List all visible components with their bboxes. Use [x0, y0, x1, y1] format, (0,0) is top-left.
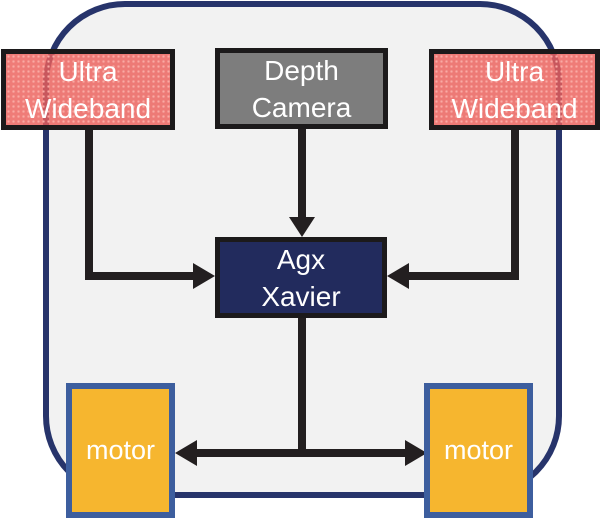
node-motor-left-label: motor	[85, 435, 156, 465]
node-ultra-wideband-left-label-line2: Wideband	[24, 92, 152, 124]
edge-uwb-right-vertical-line	[511, 128, 519, 280]
edge-uwb-right-arrowhead-icon	[387, 263, 409, 289]
edge-uwb-left-arrowhead-icon	[193, 263, 215, 289]
node-motor-right-label: motor	[443, 435, 514, 465]
edge-agx-to-motors-vertical-line	[298, 316, 306, 457]
node-agx-xavier: Agx Xavier	[215, 237, 387, 318]
edge-agx-to-motors-horizontal-line	[197, 449, 405, 457]
edge-depth-camera-vertical-line	[298, 126, 306, 219]
edge-motor-right-arrowhead-icon	[405, 440, 427, 466]
edge-motor-left-arrowhead-icon	[175, 440, 197, 466]
edge-uwb-left-horizontal-line	[85, 272, 195, 280]
node-ultra-wideband-right: Ultra Wideband	[429, 49, 600, 130]
node-depth-camera: Depth Camera	[215, 48, 388, 129]
node-ultra-wideband-left-label-line1: Ultra	[58, 55, 118, 87]
node-ultra-wideband-right-label-line2: Wideband	[451, 92, 578, 124]
node-motor-right: motor	[424, 383, 533, 518]
node-ultra-wideband-left: Ultra Wideband	[1, 49, 175, 130]
edge-uwb-right-horizontal-line	[407, 272, 519, 280]
node-ultra-wideband-right-label-line1: Ultra	[484, 55, 545, 87]
node-depth-camera-label-line2: Camera	[251, 91, 352, 123]
edge-uwb-left-vertical-line	[85, 128, 93, 280]
node-agx-xavier-label-line2: Xavier	[261, 280, 341, 312]
node-motor-left: motor	[66, 383, 175, 518]
node-depth-camera-label-line1: Depth	[264, 54, 339, 86]
node-agx-xavier-label-line1: Agx	[276, 243, 326, 275]
edge-depth-camera-arrowhead-icon	[289, 217, 315, 237]
